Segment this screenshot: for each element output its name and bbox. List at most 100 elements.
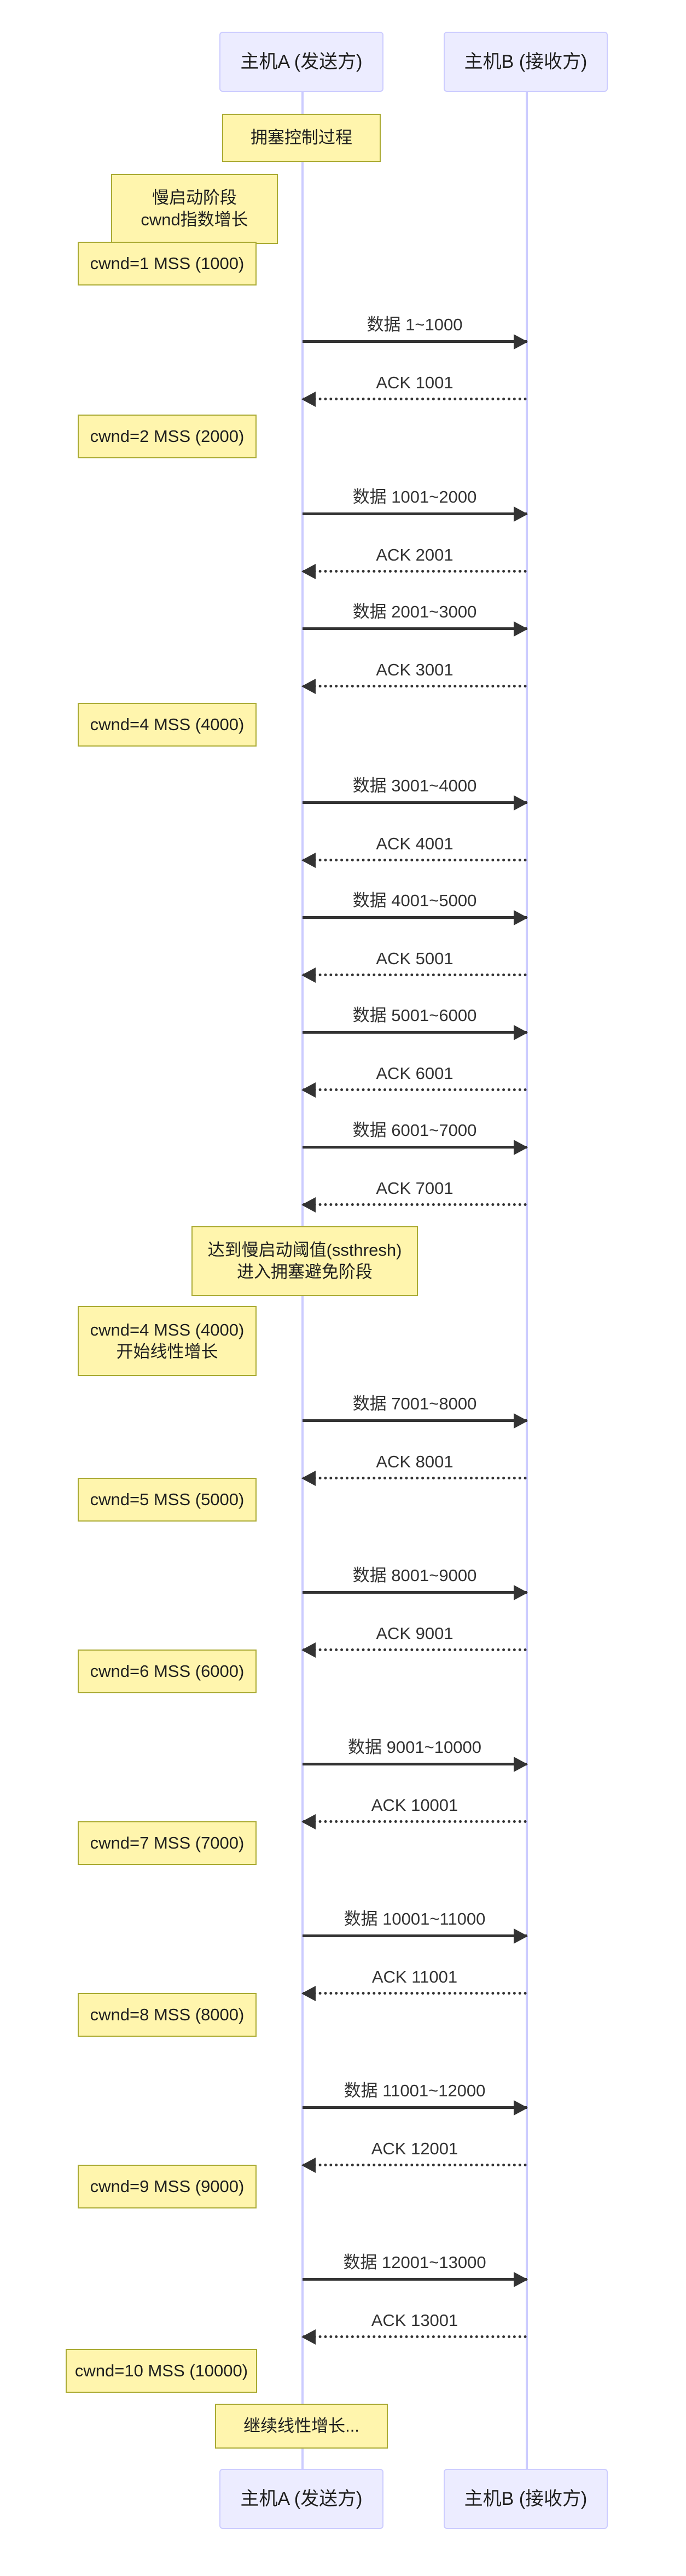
message-ack-9001: ACK 9001: [301, 1612, 527, 1658]
message-label: 数据 5001~6000: [352, 1006, 477, 1025]
note-cwnd-9-mss: cwnd=9 MSS (9000): [78, 2165, 257, 2208]
message-arrow-line: [303, 1992, 527, 1995]
arrow-head-icon: [301, 1814, 316, 1829]
arrow-head-icon: [514, 1140, 528, 1155]
participant-host-b-bottom[interactable]: 主机B (接收方): [444, 2469, 608, 2529]
participant-host-b-bottom-label: 主机B (接收方): [464, 2488, 588, 2509]
arrow-head-icon: [514, 1757, 528, 1772]
participant-host-a-top[interactable]: 主机A (发送方): [219, 32, 383, 92]
arrow-head-icon: [301, 1197, 316, 1213]
note-cwnd-10-mss: cwnd=10 MSS (10000): [66, 2349, 257, 2393]
arrow-head-icon: [514, 1928, 528, 1944]
message-data-9001-10000: 数据 9001~10000: [303, 1726, 528, 1772]
message-label: 数据 4001~5000: [352, 891, 477, 910]
message-data-8001-9000: 数据 8001~9000: [303, 1554, 528, 1600]
message-label: ACK 1001: [376, 373, 454, 392]
message-label: 数据 10001~11000: [344, 1909, 486, 1928]
message-label: ACK 3001: [376, 660, 454, 679]
message-ack-1001: ACK 1001: [301, 361, 527, 407]
note-cwnd-4-mss-exponential: cwnd=4 MSS (4000): [78, 703, 257, 747]
arrow-head-icon: [301, 2329, 316, 2345]
message-arrow-line: [303, 1477, 527, 1479]
message-ack-7001: ACK 7001: [301, 1167, 527, 1213]
arrow-head-icon: [514, 910, 528, 925]
arrow-head-icon: [301, 853, 316, 868]
message-label: ACK 2001: [376, 545, 454, 564]
arrow-head-icon: [301, 564, 316, 579]
message-ack-4001: ACK 4001: [301, 822, 527, 868]
message-label: ACK 9001: [376, 1624, 454, 1643]
message-label: 数据 3001~4000: [352, 776, 477, 795]
message-ack-10001: ACK 10001: [301, 1784, 527, 1829]
arrow-head-icon: [514, 334, 528, 349]
message-label: 数据 6001~7000: [352, 1121, 477, 1140]
message-data-1001-2000: 数据 1001~2000: [303, 476, 528, 522]
message-label: 数据 1~1000: [367, 315, 463, 334]
participant-host-a-bottom[interactable]: 主机A (发送方): [219, 2469, 383, 2529]
message-data-7001-8000: 数据 7001~8000: [303, 1383, 528, 1429]
message-arrow-line: [303, 1088, 527, 1091]
message-arrow-line: [303, 1419, 527, 1422]
message-label: 数据 7001~8000: [352, 1394, 477, 1413]
message-data-2001-3000: 数据 2001~3000: [303, 591, 528, 637]
message-arrow-line: [303, 2335, 527, 2338]
message-label: 数据 12001~13000: [343, 2253, 486, 2272]
message-data-11001-12000: 数据 11001~12000: [303, 2070, 528, 2115]
message-arrow-line: [303, 1591, 527, 1594]
message-arrow-line: [303, 2106, 527, 2109]
arrow-head-icon: [514, 1025, 528, 1040]
message-arrow-line: [303, 916, 527, 919]
arrow-head-icon: [301, 1082, 316, 1098]
arrow-head-icon: [514, 2100, 528, 2115]
message-arrow-line: [303, 859, 527, 861]
message-arrow-line: [303, 801, 527, 804]
note-cwnd-1-mss: cwnd=1 MSS (1000): [78, 242, 257, 285]
message-data-12001-13000: 数据 12001~13000: [303, 2241, 528, 2287]
message-data-3001-4000: 数据 3001~4000: [303, 765, 528, 811]
arrow-head-icon: [301, 968, 316, 983]
message-label: ACK 13001: [371, 2311, 458, 2330]
message-ack-3001: ACK 3001: [301, 648, 527, 694]
message-ack-11001: ACK 11001: [301, 1955, 527, 2001]
message-label: ACK 12001: [371, 2139, 458, 2158]
message-ack-2001: ACK 2001: [301, 533, 527, 579]
message-arrow-line: [303, 1648, 527, 1651]
message-arrow-line: [303, 974, 527, 976]
message-label: ACK 5001: [376, 949, 454, 968]
message-ack-6001: ACK 6001: [301, 1052, 527, 1098]
message-data-5001-6000: 数据 5001~6000: [303, 994, 528, 1040]
message-arrow-line: [303, 627, 527, 630]
message-arrow-line: [303, 2278, 527, 2281]
arrow-head-icon: [514, 506, 528, 522]
note-cwnd-4-mss-linear: cwnd=4 MSS (4000) 开始线性增长: [78, 1306, 257, 1376]
participant-host-b-top[interactable]: 主机B (接收方): [444, 32, 608, 92]
lifeline-host-b: [526, 74, 528, 2469]
note-title-congestion-control: 拥塞控制过程: [222, 114, 381, 162]
message-label: ACK 10001: [371, 1796, 458, 1815]
message-arrow-line: [303, 398, 527, 400]
arrow-head-icon: [514, 621, 528, 637]
message-label: 数据 1001~2000: [352, 487, 477, 506]
arrow-head-icon: [514, 795, 528, 811]
message-ack-13001: ACK 13001: [301, 2299, 527, 2345]
message-data-4001-5000: 数据 4001~5000: [303, 879, 528, 925]
note-cwnd-2-mss: cwnd=2 MSS (2000): [78, 415, 257, 458]
arrow-head-icon: [514, 1413, 528, 1429]
message-label: ACK 8001: [376, 1452, 454, 1471]
message-arrow-line: [303, 685, 527, 687]
participant-host-b-top-label: 主机B (接收方): [464, 51, 588, 72]
arrow-head-icon: [514, 2272, 528, 2287]
note-ssthresh-reached: 达到慢启动阈值(ssthresh) 进入拥塞避免阶段: [191, 1226, 418, 1296]
arrow-head-icon: [301, 1642, 316, 1658]
message-label: ACK 11001: [371, 1967, 458, 1986]
message-label: 数据 2001~3000: [352, 602, 477, 621]
message-label: 数据 11001~12000: [344, 2081, 486, 2100]
message-arrow-line: [303, 1203, 527, 1206]
message-arrow-line: [303, 1146, 527, 1149]
message-arrow-line: [303, 1031, 527, 1034]
message-data-10001-11000: 数据 10001~11000: [303, 1898, 528, 1944]
note-slow-start-phase: 慢启动阶段 cwnd指数增长: [111, 174, 278, 244]
message-arrow-line: [303, 1934, 527, 1937]
message-arrow-line: [303, 2164, 527, 2166]
